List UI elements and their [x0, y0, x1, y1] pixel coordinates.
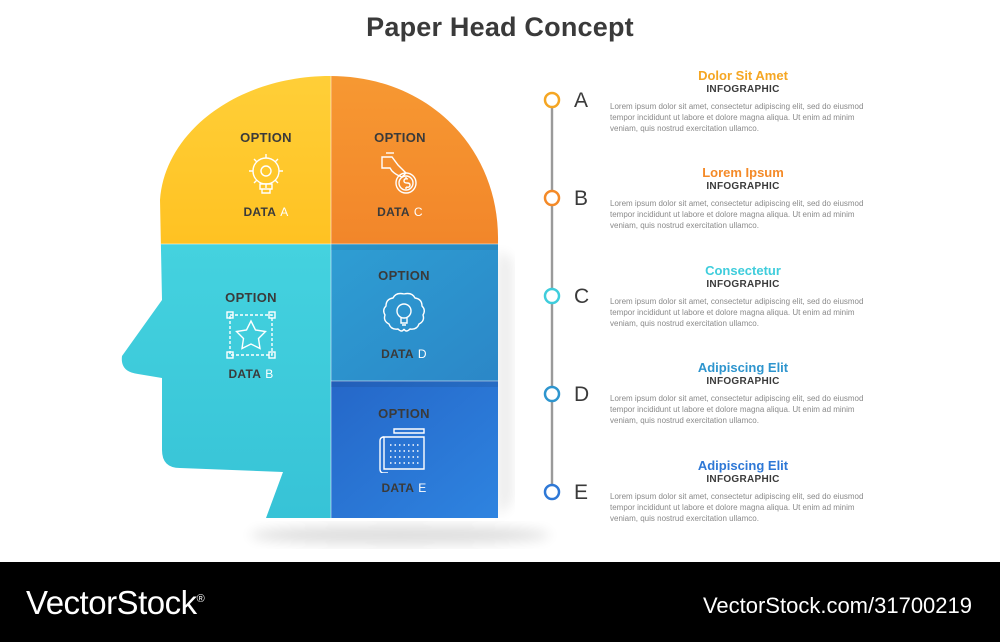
- segment-e-area: [331, 381, 499, 518]
- segment-b-option: OPTION: [225, 290, 277, 305]
- timeline-item-e: Adipiscing Elit INFOGRAPHIC Lorem ipsum …: [610, 458, 876, 524]
- segment-b-data: DATA: [228, 367, 262, 381]
- timeline-marker-a: [543, 91, 561, 109]
- segment-c-data: DATA: [377, 205, 410, 219]
- timeline-letter-d: D: [574, 383, 590, 406]
- timeline-line: [543, 91, 561, 501]
- segment-c-letter: C: [413, 205, 423, 219]
- head-diagram: [121, 76, 550, 545]
- item-e-title: Adipiscing Elit: [697, 458, 789, 473]
- brand-name: VectorStock: [26, 584, 197, 621]
- segment-d-option: OPTION: [378, 268, 430, 283]
- item-d-title: Adipiscing Elit: [697, 360, 789, 375]
- segment-b-letter: B: [265, 367, 274, 381]
- timeline-item-b: Lorem Ipsum INFOGRAPHIC Lorem ipsum dolo…: [610, 165, 876, 231]
- segment-d-area: [331, 244, 499, 381]
- item-c-body: Lorem ipsum dolor sit amet, consectetur …: [610, 297, 864, 328]
- item-e-body: Lorem ipsum dolor sit amet, consectetur …: [610, 492, 864, 523]
- segment-a-data: DATA: [243, 205, 277, 219]
- page-title: Paper Head Concept: [366, 12, 634, 42]
- watermark-bar: VectorStock® VectorStock.com/31700219: [0, 562, 1000, 642]
- star-frame-icon: [226, 311, 276, 359]
- timeline-item-d: Adipiscing Elit INFOGRAPHIC Lorem ipsum …: [610, 360, 876, 426]
- registered-mark: ®: [196, 593, 205, 605]
- timeline-letter-a: A: [574, 89, 589, 112]
- timeline-letter-b: B: [574, 187, 589, 210]
- timeline-item-c: Consectetur INFOGRAPHIC Lorem ipsum dolo…: [610, 263, 876, 329]
- item-b-body: Lorem ipsum dolor sit amet, consectetur …: [610, 199, 864, 230]
- item-b-title: Lorem Ipsum: [702, 165, 784, 180]
- item-a-body: Lorem ipsum dolor sit amet, consectetur …: [610, 102, 864, 133]
- item-a-subtitle: INFOGRAPHIC: [706, 84, 780, 95]
- segment-d-letter: D: [417, 347, 427, 361]
- segment-a-letter: A: [280, 205, 289, 219]
- item-c-title: Consectetur: [705, 263, 781, 278]
- item-b-subtitle: INFOGRAPHIC: [706, 181, 780, 192]
- item-d-body: Lorem ipsum dolor sit amet, consectetur …: [610, 394, 864, 425]
- hand-coin-icon: [381, 152, 417, 194]
- lightbulb-gear-icon: [249, 154, 283, 194]
- item-d-subtitle: INFOGRAPHIC: [706, 376, 780, 387]
- segment-d-data: DATA: [381, 347, 414, 361]
- brain-bulb-icon: [383, 292, 425, 332]
- timeline-marker-b: [543, 189, 561, 207]
- timeline-marker-e: [543, 483, 561, 501]
- vectorstock-logo[interactable]: VectorStock®: [26, 584, 205, 622]
- blueprint-icon: [379, 428, 425, 473]
- item-a-title: Dolor Sit Amet: [698, 68, 788, 83]
- segment-e-letter: E: [418, 481, 427, 495]
- timeline-item-a: Dolor Sit Amet INFOGRAPHIC Lorem ipsum d…: [610, 68, 876, 134]
- segment-a-option: OPTION: [240, 130, 292, 145]
- timeline-letter-e: E: [574, 481, 589, 504]
- segment-e-option: OPTION: [378, 406, 430, 421]
- timeline-letter-c: C: [574, 285, 590, 308]
- item-c-subtitle: INFOGRAPHIC: [706, 279, 780, 290]
- vectorstock-url[interactable]: VectorStock.com/31700219: [702, 593, 972, 618]
- timeline-marker-d: [543, 385, 561, 403]
- item-e-subtitle: INFOGRAPHIC: [706, 474, 780, 485]
- segment-b-area: [121, 244, 331, 518]
- segment-e-data: DATA: [381, 481, 415, 495]
- segment-c-option: OPTION: [374, 130, 426, 145]
- timeline-marker-c: [543, 287, 561, 305]
